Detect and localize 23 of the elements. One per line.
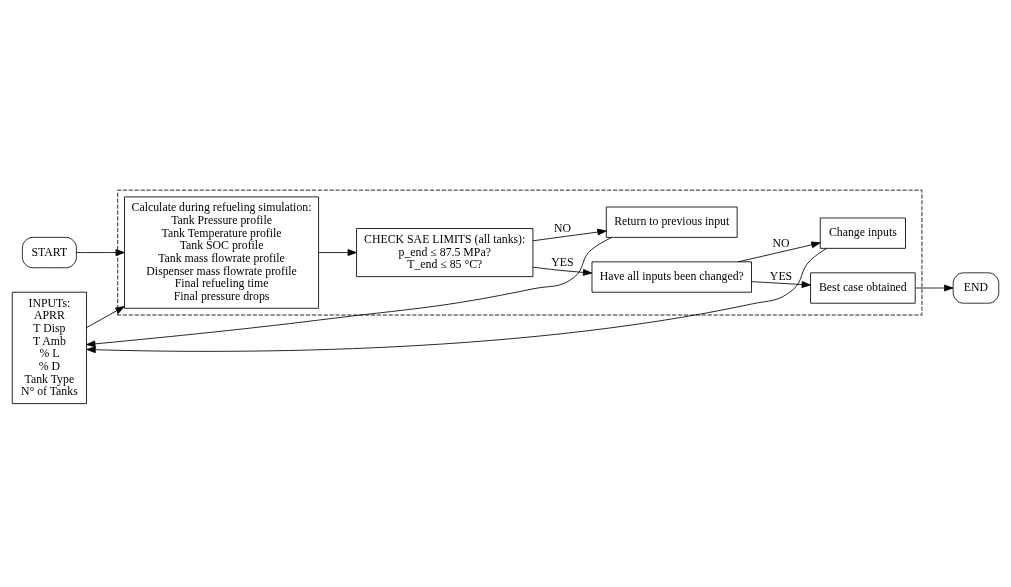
node-box: INPUTs: APRR T Disp T Amb % L % D Tank Type N° of Tanks: [11, 291, 87, 405]
arrow: [532, 266, 593, 276]
arrow: [751, 281, 811, 288]
arrow: [532, 228, 607, 242]
arrow: [737, 241, 821, 263]
arrow: [318, 249, 357, 256]
arrow: [915, 284, 954, 292]
node-box: START: [21, 236, 77, 269]
arrow: [86, 237, 613, 348]
arrow: [86, 248, 827, 354]
node-box: END: [952, 272, 1000, 304]
node-box: Have all inputs been changed?: [591, 261, 752, 293]
arrow: [86, 306, 125, 328]
node-box: Change inputs: [819, 217, 906, 249]
node-box: Calculate during refueling simulation: Tank Pressure profile Tank Temperature profile Tank SOC profile Tank mass flowrate profile Dispenser mass flowrate profile Final refueling time Final pressure drops: [124, 196, 319, 309]
arrow: [76, 249, 125, 256]
node-box: Return to previous input: [605, 206, 738, 238]
edge-label: YES: [769, 268, 793, 283]
node-box: CHECK SAE LIMITS (all tanks): p_end ≤ 87.5 MPa? T_end ≤ 85 °C?: [356, 228, 534, 278]
node-box: Best case obtained: [810, 272, 916, 304]
edge-label: YES: [551, 255, 574, 270]
edge-label: NO: [772, 235, 790, 250]
edge-label: NO: [553, 221, 571, 236]
